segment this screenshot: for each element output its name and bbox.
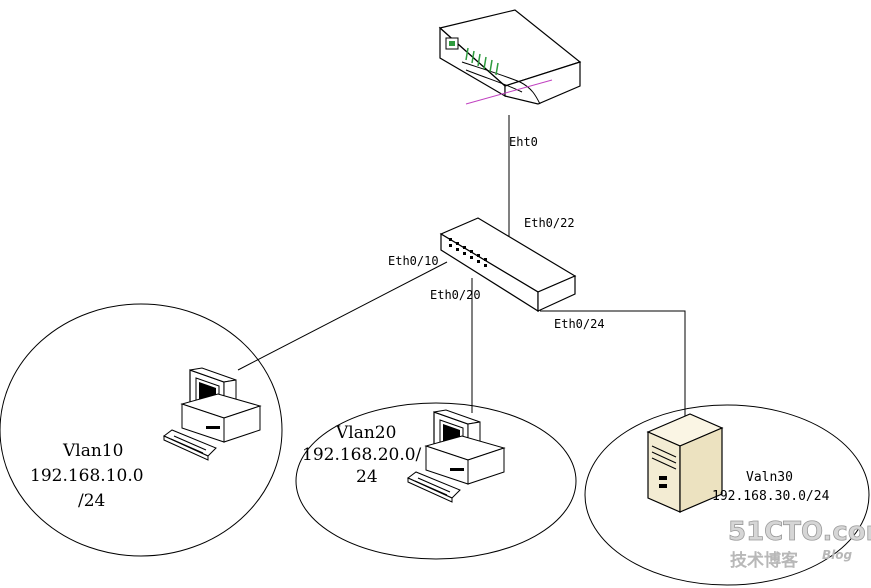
switch-port-vlan10-label: Eth0/10 (388, 254, 439, 268)
vlan10-subnet: 192.168.10.0 (30, 466, 144, 486)
link-switch-vlan10 (237, 261, 448, 371)
vlan10-zone (0, 303, 283, 557)
router-icon[interactable] (438, 9, 582, 105)
vlan10-name: Vlan10 (62, 441, 123, 461)
switch-icon[interactable] (439, 217, 577, 313)
vlan20-zone (295, 402, 577, 560)
switch-uplink-port-label: Eth0/22 (524, 216, 575, 230)
vlan30-zone (584, 404, 870, 586)
watermark-subtitle: 技术博客 (730, 550, 799, 571)
vlan20-subnet: 192.168.20.0/ (302, 445, 422, 465)
server-icon[interactable] (646, 413, 724, 513)
vlan20-subnet-suffix: 24 (356, 467, 378, 487)
pc-icon[interactable] (163, 367, 262, 461)
vlan20-name: Vlan20 (335, 423, 396, 443)
watermark-brand: 51CTO.com (728, 517, 871, 547)
switch-port-vlan20-label: Eth0/20 (430, 288, 481, 302)
vlan30-name: Valn30 (746, 470, 793, 485)
link-switch-vlan30 (540, 310, 686, 418)
vlan10-subnet-suffix: /24 (78, 491, 105, 511)
vlan30-subnet: 192.168.30.0/24 (712, 489, 830, 504)
watermark-blog: Blog (822, 548, 853, 562)
pc-icon[interactable] (407, 409, 506, 503)
watermark: 51CTO.com 技术博客 Blog (728, 517, 871, 571)
router-port-label: Eht0 (509, 135, 538, 149)
switch-port-vlan30-label: Eth0/24 (554, 317, 605, 331)
